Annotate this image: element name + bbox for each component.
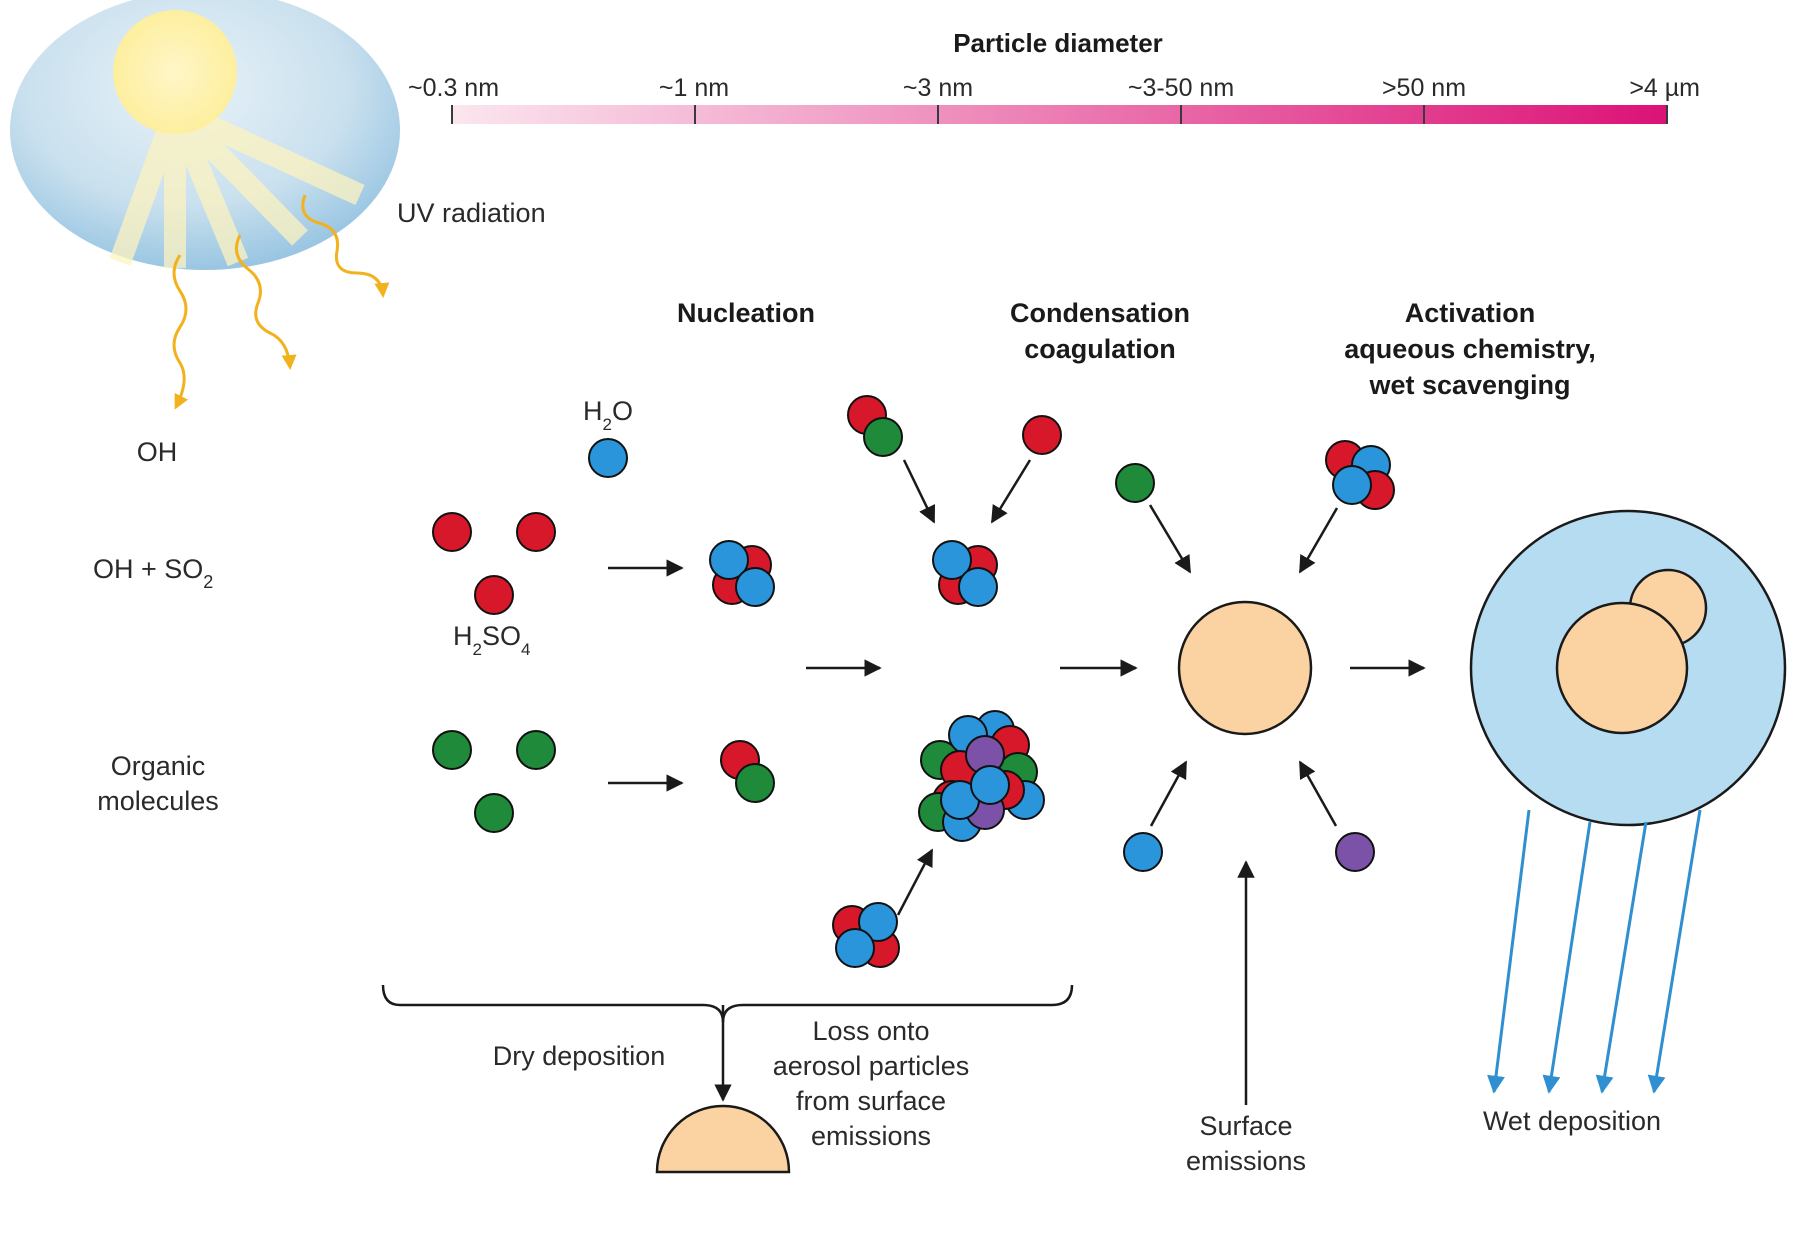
molecules-label: molecules	[97, 786, 219, 816]
uv-arrow-icon	[172, 254, 189, 410]
condensation-heading: Condensation	[1010, 298, 1190, 328]
h2so4-label: H2SO4	[453, 621, 530, 659]
aerosol-particle	[1177, 600, 1313, 736]
particle-diameter-scale: Particle diameter ~0.3 nm ~1 nm ~3 nm ~3-50…	[408, 28, 1700, 124]
oh-label: OH	[137, 437, 178, 467]
blue-molecule	[1123, 832, 1163, 872]
green-molecule	[1115, 463, 1155, 503]
wet-deposition-label: Wet deposition	[1483, 1106, 1661, 1136]
nucleated-cluster	[735, 763, 775, 803]
rain-arrow-icon	[1647, 809, 1702, 1094]
process-arrows	[608, 459, 1426, 1105]
organic-label: Organic	[111, 751, 206, 781]
stage-headings: Nucleation Condensation coagulation Acti…	[677, 298, 1596, 400]
scale-tick-label: ~1 nm	[659, 74, 729, 102]
rain-arrow-icon	[1595, 821, 1648, 1094]
activating-cluster	[1332, 465, 1372, 505]
dimer-cluster	[863, 417, 903, 457]
arrow-icon	[896, 848, 934, 916]
droplet-inclusion-large	[1555, 601, 1689, 735]
uv-radiation-label: UV radiation	[397, 198, 546, 228]
scale-tick-label: ~3 nm	[903, 74, 973, 102]
scale-tick-label: ~0.3 nm	[408, 74, 499, 102]
uv-arrow-icon	[301, 194, 390, 298]
arrow-icon	[902, 459, 936, 524]
organic-molecule	[516, 730, 556, 770]
sun-sky-illustration: UV radiation OH	[10, 0, 546, 467]
nucleation-heading: Nucleation	[677, 298, 815, 328]
wet-scavenging-heading: wet scavenging	[1368, 370, 1570, 400]
oh-so2-label: OH + SO2	[93, 554, 213, 592]
nucleated-cluster	[735, 567, 775, 607]
dry-deposition-label: Dry deposition	[493, 1041, 666, 1071]
scale-title: Particle diameter	[953, 28, 1163, 58]
coagulation-heading: coagulation	[1024, 334, 1176, 364]
aerosol-particles-label: aerosol particles	[773, 1051, 970, 1081]
bottom-labels: Dry deposition Loss onto aerosol particl…	[493, 1016, 1661, 1176]
cloud-droplet	[1469, 509, 1787, 827]
activation-heading: Activation	[1405, 298, 1536, 328]
rain-arrow-icon	[1487, 809, 1531, 1094]
sun-rays	[109, 100, 365, 268]
scale-gradient-bar	[452, 105, 1667, 124]
scale-tick-label: ~3-50 nm	[1128, 74, 1234, 102]
growing-cluster	[958, 567, 998, 607]
water-molecule	[588, 438, 628, 478]
surface-emissions-label: emissions	[1186, 1146, 1306, 1176]
coagulating-cluster	[858, 902, 898, 942]
arrow-icon	[1149, 760, 1188, 827]
uv-arrow-icon	[234, 234, 297, 370]
row-labels: OH + SO2 Organic molecules H2O H2SO4	[93, 396, 633, 816]
h2so4-molecule	[474, 575, 514, 615]
coagulating-cluster	[835, 928, 875, 968]
nucleated-cluster	[709, 540, 749, 580]
aqueous-chemistry-heading: aqueous chemistry,	[1344, 334, 1596, 364]
h2o-label: H2O	[583, 396, 633, 434]
h2so4-molecule	[432, 512, 472, 552]
from-surface-label: from surface	[796, 1086, 946, 1116]
arrow-icon	[1148, 504, 1192, 574]
growing-cluster	[932, 540, 972, 580]
red-molecule	[1022, 415, 1062, 455]
coagulated-cluster	[970, 765, 1010, 805]
scale-tick-label: >50 nm	[1382, 74, 1466, 102]
scale-ticks: ~0.3 nm ~1 nm ~3 nm ~3-50 nm >50 nm >4 µm	[408, 74, 1700, 124]
organic-molecule	[474, 793, 514, 833]
purple-molecule	[1335, 832, 1375, 872]
arrow-icon	[1298, 760, 1338, 827]
rain-arrow-icon	[1542, 821, 1592, 1094]
uv-wavy-arrows	[172, 194, 390, 410]
loss-onto-label: Loss onto	[812, 1016, 929, 1046]
molecules	[432, 395, 1395, 968]
wet-deposition-arrows	[1487, 809, 1702, 1094]
organic-molecule	[432, 730, 472, 770]
arrow-icon	[990, 459, 1032, 524]
arrow-icon	[1298, 507, 1339, 574]
bracket-brace	[381, 984, 1074, 1023]
surface-label: Surface	[1199, 1111, 1292, 1141]
deposited-particle	[655, 1104, 791, 1174]
scale-tick-label: >4 µm	[1629, 74, 1700, 102]
emissions-label: emissions	[811, 1121, 931, 1151]
sun-icon	[113, 10, 237, 134]
particles	[655, 509, 1787, 1174]
h2so4-molecule	[516, 512, 556, 552]
